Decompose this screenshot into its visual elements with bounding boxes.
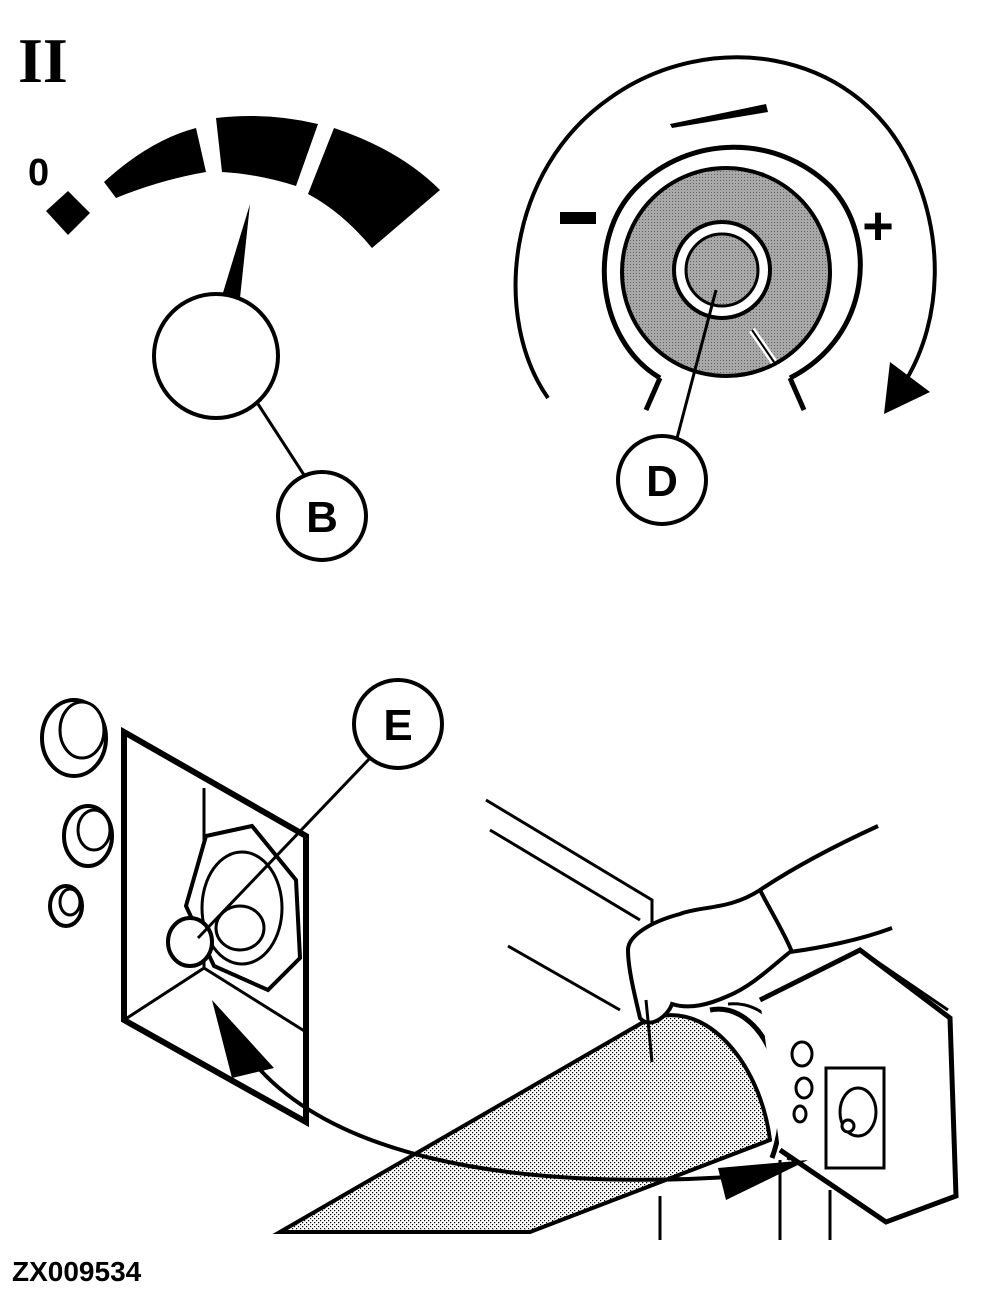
callout-e-label: E: [383, 701, 412, 750]
rotary-dial: − + D: [513, 55, 937, 526]
gauge-zero-marker: [46, 191, 90, 235]
gauge-segment-mid: [216, 116, 318, 186]
gauge-hub: [152, 292, 280, 420]
minus-mark: [560, 212, 596, 224]
dial-bezel: [601, 144, 863, 381]
control-arm: [272, 1013, 773, 1234]
gauge-needle: [222, 204, 250, 298]
callout-d-label: D: [646, 457, 678, 506]
panel-buttons: [40, 698, 114, 928]
gauge: 0 B: [28, 116, 440, 562]
callout-b-label: B: [306, 493, 338, 542]
callout-b-circle: [276, 470, 368, 562]
gauge-segment-low: [104, 128, 206, 198]
pointer-arrow: [230, 1029, 745, 1182]
rotation-arc: [513, 55, 937, 400]
gauge-zero-label: 0: [28, 152, 49, 194]
page-marker: II: [18, 25, 68, 96]
gauge-segment-high: [308, 128, 440, 248]
dial-center: [684, 232, 760, 308]
callout-d-leader: [674, 289, 718, 443]
switch-panel-scene: E: [40, 678, 959, 1240]
callout-d-circle: [616, 434, 708, 526]
rotation-arrow-head: [884, 362, 930, 414]
figure-id: ZX009534: [12, 1256, 142, 1287]
toggle-switch-lever: [166, 916, 214, 968]
operator-hand: [625, 824, 893, 1025]
dial-scale-wedge: [670, 104, 768, 128]
plus-label: +: [862, 196, 894, 256]
callout-e-circle: [352, 678, 444, 770]
callout-e-leader: [196, 754, 374, 940]
callout-b-leader: [256, 403, 308, 479]
